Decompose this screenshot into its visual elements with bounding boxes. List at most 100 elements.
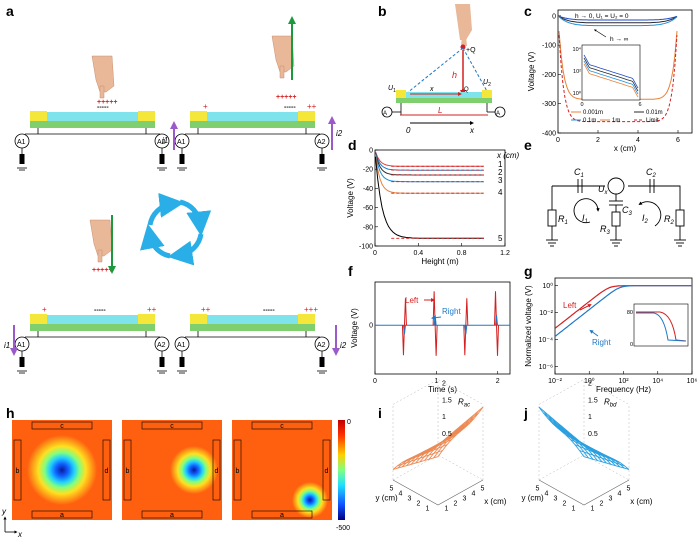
electrode-label-d: d xyxy=(215,468,219,475)
colorbar-max: 0 xyxy=(347,419,351,426)
pulse-left-1 xyxy=(432,291,438,356)
resistor-r2 xyxy=(675,209,685,227)
y-tick-label: 2 xyxy=(563,501,567,508)
finger-icon xyxy=(271,35,295,79)
legend-title: x (cm) xyxy=(496,151,520,160)
y-axis-label: y (cm) xyxy=(522,494,545,503)
electrode-label-b: b xyxy=(16,468,20,475)
cycle-arrows-icon xyxy=(140,192,212,266)
svg-text:A: A xyxy=(383,111,387,117)
resistor-r1 xyxy=(547,209,557,227)
z-axis-label: Rac xyxy=(458,398,470,409)
electrode-right xyxy=(298,111,315,121)
curve-label: 2 xyxy=(498,168,503,177)
z-tick-label: 1.5 xyxy=(442,397,452,404)
z-tick-label: 1 xyxy=(442,414,446,421)
x-tick-label: 10⁰ xyxy=(584,377,595,385)
dielectric-layer xyxy=(190,315,315,324)
ammeter-a1-label: A1 xyxy=(17,139,26,146)
colorbar xyxy=(338,420,345,520)
current-label-i1: i1 xyxy=(4,341,10,350)
inset-y-tick: 0 xyxy=(630,342,633,348)
axis-base xyxy=(392,479,484,506)
label-u1: U1 xyxy=(388,85,396,94)
charges-plus-left: ++ xyxy=(201,305,211,314)
svg-text:C3: C3 xyxy=(622,205,633,217)
panel-label-e: e xyxy=(524,137,532,153)
ammeter-a2-label: A2 xyxy=(157,139,166,146)
electrode-b xyxy=(123,439,132,501)
source-ux xyxy=(607,177,625,195)
electrode-d xyxy=(212,439,221,501)
pulse-left-3 xyxy=(494,291,499,356)
plot-frame xyxy=(374,281,511,375)
z-tick-label: 0.5 xyxy=(442,431,452,438)
circuit-wires-top xyxy=(551,185,681,210)
loop-i1 xyxy=(573,198,600,224)
inset-x-tick: 6 xyxy=(638,102,641,108)
charges-minus: ----- xyxy=(263,307,275,314)
device-substrate xyxy=(396,98,492,103)
curve-label: 4 xyxy=(498,188,503,197)
x-tick-label: 5 xyxy=(481,486,485,493)
label-plus-q: +Q xyxy=(466,47,476,54)
electrode-left xyxy=(190,314,207,324)
z-axis-sub: ac xyxy=(464,403,470,409)
panel-b-model: +Q h x -Q U1 U2 A A L 0 x xyxy=(381,4,506,135)
inset-series-1 xyxy=(583,57,639,92)
y-tick-label: 1 xyxy=(426,506,430,513)
dielectric-layer xyxy=(30,315,155,324)
resistor xyxy=(179,154,185,164)
z-axis-label: Rbd xyxy=(604,398,617,409)
charges-plus-finger: +++++ xyxy=(276,94,296,101)
y-tick-label: 10⁻² xyxy=(539,310,553,317)
panel-e-circuit xyxy=(546,177,686,247)
resistor xyxy=(19,357,25,367)
current-label-i1: i1 xyxy=(162,136,168,145)
pulse-right-2 xyxy=(464,325,468,335)
label-right: Right xyxy=(442,307,461,316)
panel-label-b: b xyxy=(378,3,387,19)
x-tick-label: 10⁻² xyxy=(548,378,562,385)
axis-x-label: x xyxy=(17,530,23,539)
charges-minus: ----- xyxy=(94,307,106,314)
resistor xyxy=(179,357,185,367)
charges-plus-left: + xyxy=(42,305,47,314)
electrode-d xyxy=(102,439,111,501)
y-axis-label: Voltage (V) xyxy=(527,51,536,91)
electrode-label-b: b xyxy=(236,468,240,475)
resistor xyxy=(319,154,325,164)
pulse-right-3 xyxy=(495,314,498,326)
x-axis-label: Height (m) xyxy=(421,257,459,266)
inset-x-tick: 0 xyxy=(580,102,583,108)
series-line-0 xyxy=(558,15,678,21)
mesh-line xyxy=(538,406,585,446)
svg-text:I2: I2 xyxy=(642,213,649,225)
ammeter-a1-label: A1 xyxy=(177,342,186,349)
electrode-left xyxy=(30,111,47,121)
x-tick-label: 10² xyxy=(618,378,629,385)
finger-icon xyxy=(455,4,472,46)
y-tick-label: 3 xyxy=(408,496,412,503)
dashed-line-right xyxy=(462,47,489,94)
x-tick-label: 3 xyxy=(463,496,467,503)
z-tick-label: 0.5 xyxy=(588,431,598,438)
mesh-line xyxy=(392,444,439,470)
legend-entry: 1m xyxy=(612,118,620,124)
charges-plus-right: +++ xyxy=(304,305,318,314)
inset-curve-right xyxy=(636,312,687,342)
y-tick-label: 10⁻⁴ xyxy=(539,337,554,344)
x-tick-label: 4 xyxy=(636,137,640,144)
panel-label-a: a xyxy=(6,3,14,19)
x-axis-label: Time (s) xyxy=(428,385,457,394)
ammeter-a1-label: A1 xyxy=(177,139,186,146)
svg-text:A: A xyxy=(496,111,500,117)
